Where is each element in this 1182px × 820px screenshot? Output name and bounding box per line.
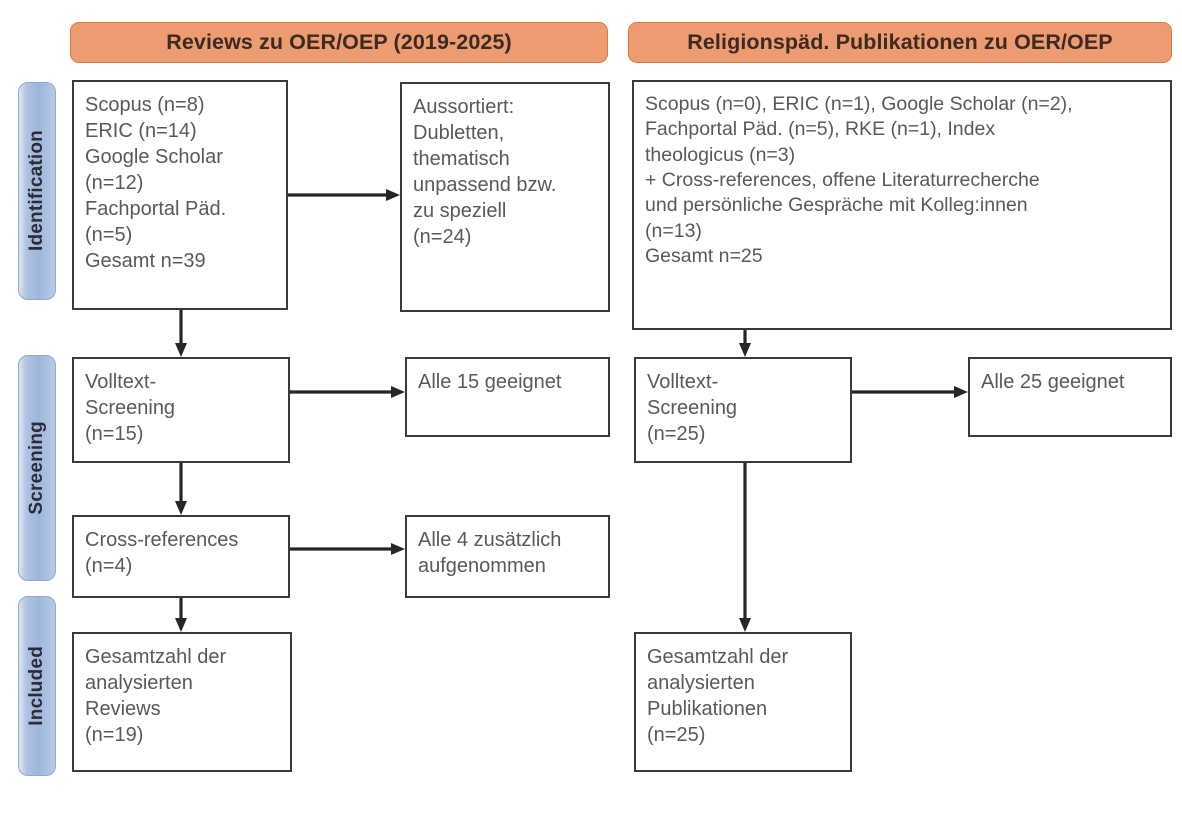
box-crossreferences-left: Cross-references (n=4)	[72, 515, 290, 598]
box-screening-result-left: Alle 15 geeignet	[405, 357, 610, 437]
column-header-publikationen: Religionspäd. Publikationen zu OER/OEP	[628, 22, 1172, 63]
box-fulltext-screening-right: Volltext- Screening (n=25)	[634, 357, 852, 463]
box-excluded-left: Aussortiert: Dubletten, thematisch unpas…	[400, 82, 610, 312]
box-crossreferences-result-left: Alle 4 zusätzlich aufgenommen	[405, 515, 610, 598]
box-identification-right: Scopus (n=0), ERIC (n=1), Google Scholar…	[632, 80, 1172, 330]
stage-label-screening: Screening	[18, 355, 56, 581]
box-fulltext-screening-left: Volltext- Screening (n=15)	[72, 357, 290, 463]
column-header-reviews: Reviews zu OER/OEP (2019-2025)	[70, 22, 608, 63]
box-included-left: Gesamtzahl der analysierten Reviews (n=1…	[72, 632, 292, 772]
stage-label-screening-text: Screening	[26, 421, 47, 515]
stage-label-included-text: Included	[26, 646, 47, 726]
stage-label-identification: Identification	[18, 82, 56, 300]
stage-label-identification-text: Identification	[26, 130, 47, 252]
box-screening-result-right: Alle 25 geeignet	[968, 357, 1172, 437]
box-identification-left: Scopus (n=8) ERIC (n=14) Google Scholar …	[72, 80, 288, 310]
stage-label-included: Included	[18, 596, 56, 776]
box-included-right: Gesamtzahl der analysierten Publikatione…	[634, 632, 852, 772]
